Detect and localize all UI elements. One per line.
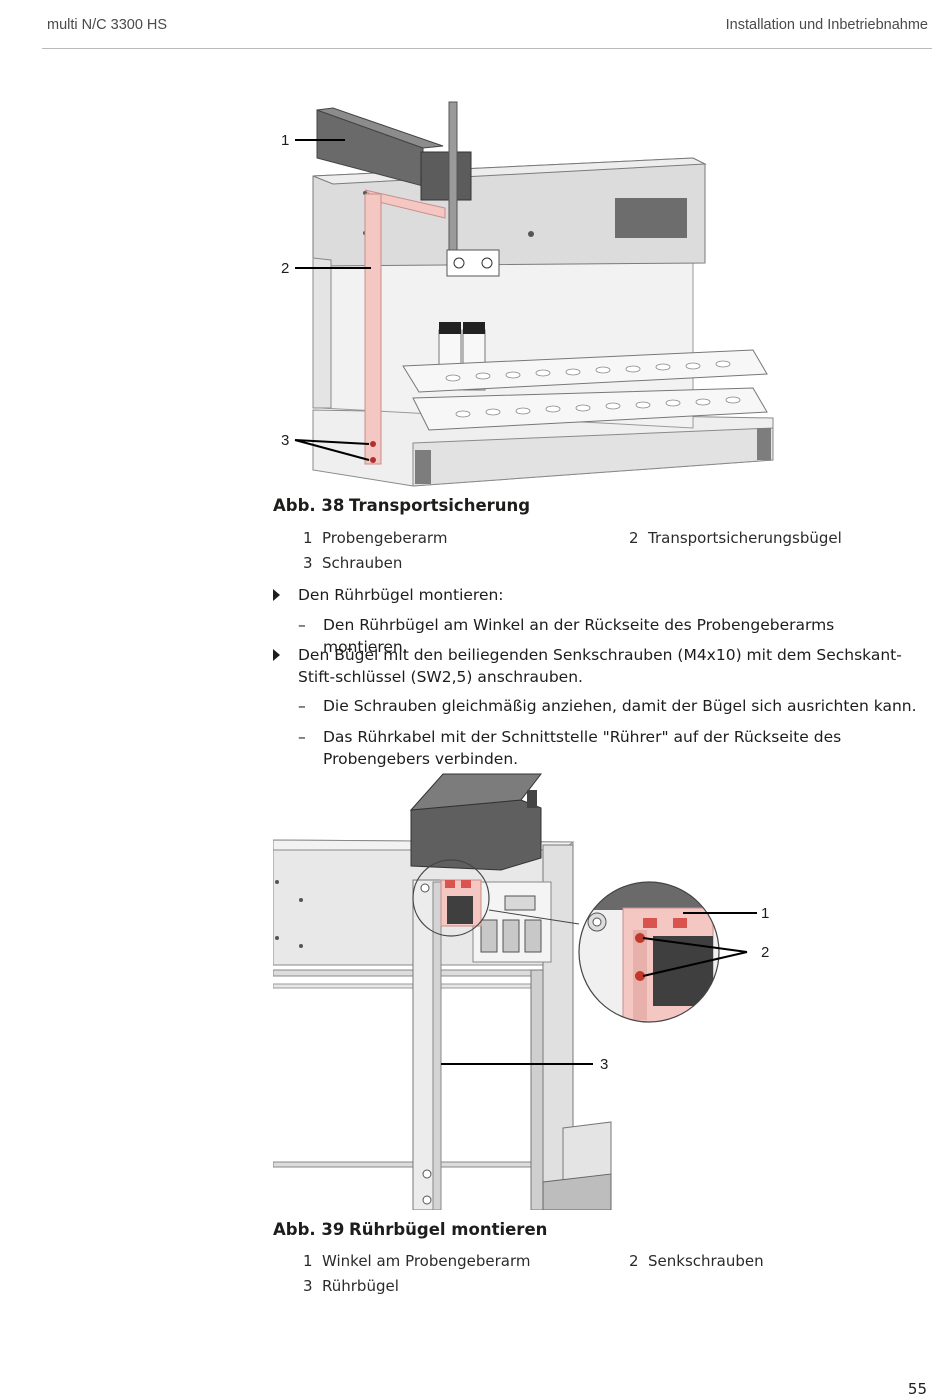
figure-39-number: Abb. 39 — [273, 1220, 345, 1239]
instruction-substep: – Den Rührbügel am Winkel an der Rücksei… — [298, 616, 835, 656]
instruction-step: Den Bügel mit den beiliegenden Senkschra… — [273, 644, 923, 688]
figure-39-callout-1: 1 — [761, 905, 769, 922]
instruction-step: Den Rührbügel montieren: — [273, 584, 923, 606]
figure-38-transport-lock-illustration: 1 2 3 — [281, 101, 774, 487]
instruction-substep: – Das Rührkabel mit der Schnittstelle "R… — [298, 728, 842, 768]
figure-38-callout-2: 2 — [281, 260, 289, 277]
bullet-arrow-icon — [273, 589, 280, 601]
header-divider — [42, 48, 932, 49]
figure-39-title: Rührbügel montieren — [349, 1220, 548, 1239]
figure-38-callout-1: 1 — [281, 132, 289, 149]
header-document-title: multi N/C 3300 HS — [47, 17, 168, 33]
bullet-arrow-icon — [273, 649, 280, 661]
figure-38-callout-3: 3 — [281, 432, 289, 449]
figure-39-stirrer-bracket-illustration: 1 2 3 — [273, 773, 769, 1210]
figure-39-callout-2: 2 — [761, 944, 769, 961]
header-chapter-title: Installation und Inbetriebnahme — [725, 17, 928, 33]
figure-38-title: Transportsicherung — [349, 496, 531, 515]
page-number: 55 — [907, 1380, 927, 1398]
figure-39-callout-3: 3 — [600, 1056, 608, 1073]
figure-38-number: Abb. 38 — [273, 496, 345, 515]
instruction-substep: – Die Schrauben gleichmäßig anziehen, da… — [298, 697, 917, 715]
